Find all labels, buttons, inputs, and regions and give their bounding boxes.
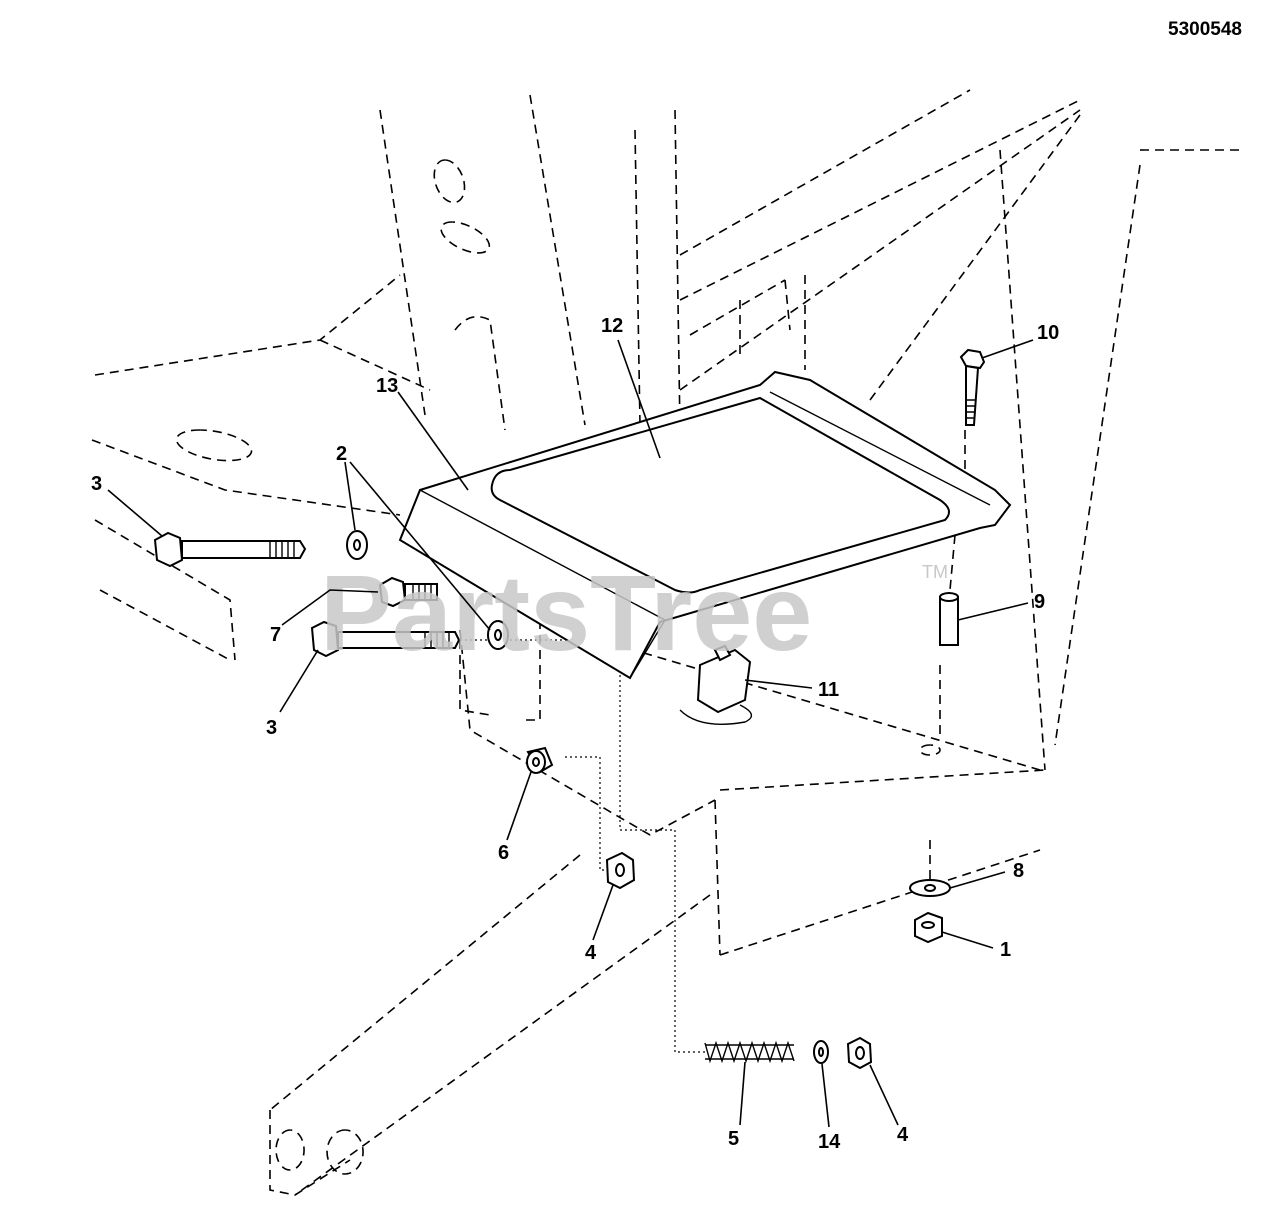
seat-mount-plate (398, 370, 1012, 680)
callout-5: 5 (728, 1128, 739, 1150)
callout-12: 12 (601, 315, 623, 337)
spacer-part-6 (526, 746, 554, 774)
callout-4-right: 4 (897, 1124, 909, 1146)
bolt-part-10 (959, 348, 986, 426)
bolt-part-3-upper (153, 531, 307, 568)
callout-1: 1 (1000, 939, 1011, 961)
watermark: PartsTree (320, 552, 812, 673)
spring-part-5 (704, 1040, 795, 1064)
callout-10: 10 (1037, 322, 1059, 344)
spacer-part-9 (939, 592, 959, 646)
document-number: 5300548 (1168, 19, 1242, 40)
bolt-part-7 (378, 576, 438, 608)
callout-2: 2 (336, 443, 347, 465)
washer-part-14 (813, 1040, 829, 1064)
callout-3-lower: 3 (266, 717, 277, 739)
callout-4-left: 4 (585, 942, 597, 964)
callout-6: 6 (498, 842, 509, 864)
callout-9: 9 (1034, 591, 1045, 613)
callout-8: 8 (1013, 860, 1024, 882)
washer-part-2 (346, 530, 368, 560)
nut-part-4-right (846, 1036, 873, 1070)
washer-part-2-lower (487, 620, 509, 650)
callout-13: 13 (376, 375, 398, 397)
bolt-part-3-lower (310, 620, 461, 658)
callout-7: 7 (270, 624, 281, 646)
watermark-trademark: TM (922, 562, 948, 582)
switch-part-11 (679, 644, 753, 725)
nut-part-1 (914, 911, 943, 944)
nut-part-4-left (605, 851, 636, 890)
leader-lines (107, 339, 1034, 1128)
washer-part-8 (909, 879, 951, 897)
callout-11: 11 (818, 679, 839, 701)
callout-14: 14 (818, 1131, 841, 1153)
callout-3-upper: 3 (91, 473, 102, 495)
